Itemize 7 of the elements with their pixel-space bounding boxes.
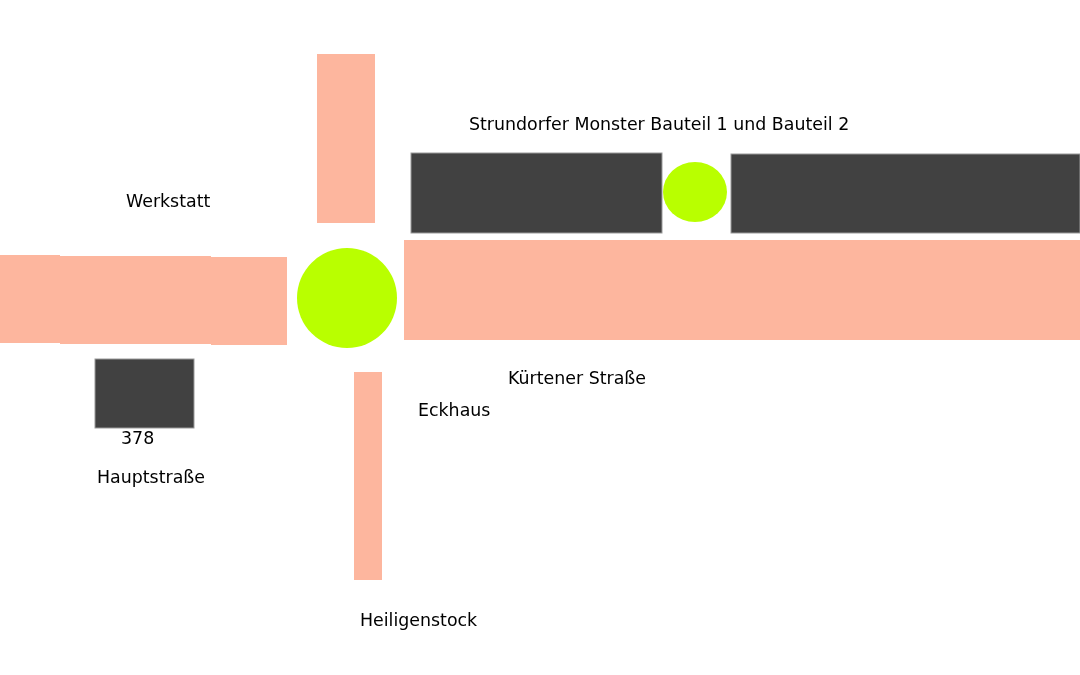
street-label: Hauptstraße	[97, 467, 205, 488]
place-label: Werkstatt	[126, 191, 211, 212]
house-number: 378	[121, 428, 155, 449]
place-label: Eckhaus	[418, 400, 491, 421]
place-label: Heiligenstock	[360, 610, 478, 631]
street-label: Kürtener Straße	[508, 368, 646, 389]
building-label: Strundorfer Monster Bauteil 1 und Bauteil 2	[469, 114, 850, 135]
